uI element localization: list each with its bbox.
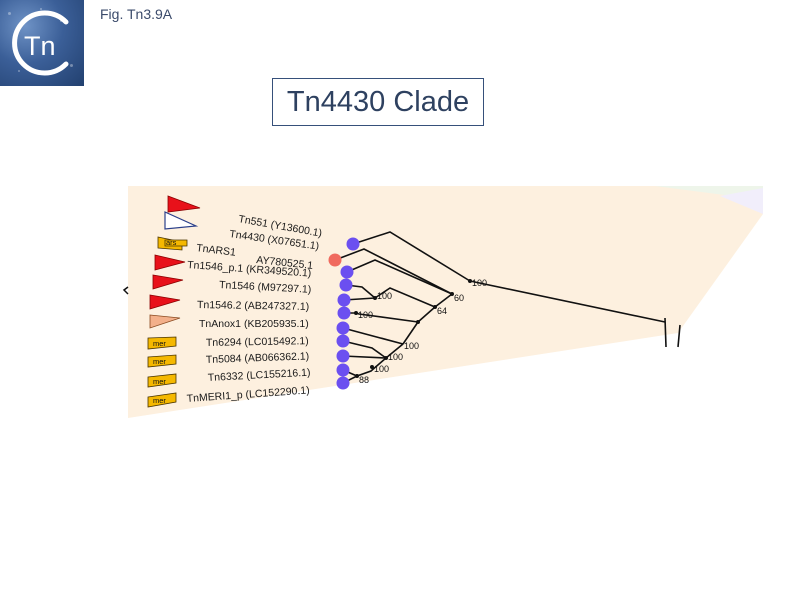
- outline-triangle-icon: [164, 211, 199, 230]
- branch-mer-clade: [402, 321, 419, 345]
- branch-tnars1: [346, 259, 453, 295]
- branch-clade-64: [434, 293, 453, 308]
- bootstrap-labels: 100 60 64 100 100 100 100 100 88: [358, 278, 487, 385]
- tree-fan-background: [128, 186, 763, 418]
- bootstrap-label: 100: [358, 310, 373, 320]
- bootstrap-label: 88: [359, 375, 369, 385]
- internal-nodes: [354, 279, 472, 378]
- logo-text: Tn: [24, 31, 56, 61]
- bootstrap-label: 100: [404, 341, 419, 351]
- branch-tn4430: [334, 248, 453, 295]
- branch-tn6294: [342, 340, 404, 360]
- tip-node-tn1546-p1: [339, 278, 353, 292]
- mer-box-icon: mer: [147, 373, 177, 388]
- branch-tn6332: [342, 357, 387, 377]
- ars-label: ars: [166, 238, 177, 247]
- tip-node-tn1546: [337, 293, 351, 307]
- root-break-mark-2: [677, 324, 681, 348]
- mer-label: mer: [153, 339, 166, 348]
- leaf-label-tnanox1: TnAnox1 (KB205935.1): [199, 318, 309, 330]
- bootstrap-label: 100: [374, 364, 389, 374]
- root-branch: [469, 280, 666, 323]
- fan-edge-tick: [122, 286, 129, 295]
- node-dot: [433, 305, 437, 309]
- bootstrap-label: 64: [437, 306, 447, 316]
- mer-label: mer: [153, 357, 166, 366]
- leaf-label-tn6294: Tn6294 (LC015492.1): [206, 335, 309, 349]
- tip-node-tn5084: [336, 349, 350, 363]
- peach-triangle-icon: [149, 314, 181, 329]
- root-break-mark-1: [664, 317, 667, 348]
- tip-node-tnanox1: [336, 321, 350, 335]
- node-dot: [416, 320, 420, 324]
- mer-label: mer: [153, 396, 166, 405]
- node-dot: [468, 279, 472, 283]
- leaf-labels: Tn551 (Y13600.1) Tn4430 (X07651.1) TnARS…: [186, 213, 323, 405]
- branch-tn551: [352, 231, 471, 282]
- node-dot: [370, 365, 374, 369]
- clade-title: Tn4430 Clade: [272, 78, 484, 126]
- leaf-label-ay780525: AY780525.1: [256, 254, 314, 272]
- tip-node-tnmeri1: [336, 376, 350, 390]
- branch-tn5084: [342, 355, 387, 359]
- bootstrap-label: 100: [388, 352, 403, 362]
- tip-node-tn6294: [336, 334, 350, 348]
- mer-box-icon: mer: [147, 354, 177, 368]
- ars-box-icon: ars: [157, 236, 188, 251]
- mer-label: mer: [153, 377, 166, 386]
- node-dot: [354, 311, 358, 315]
- leaf-label-tn1546-2: Tn1546.2 (AB247327.1): [197, 299, 309, 313]
- branch-clade-100a: [417, 306, 436, 323]
- red-triangle-icon: [149, 294, 181, 310]
- logo-arc: [12, 10, 69, 76]
- node-dot: [450, 292, 454, 296]
- figure-label: Fig. Tn3.9A: [100, 6, 173, 22]
- bootstrap-label: 100: [472, 278, 487, 288]
- module-icons: ars mer mer mer mer: [147, 195, 201, 408]
- leaf-label-tn6332: Tn6332 (LC155216.1): [208, 367, 311, 384]
- tip-node-tn4430: [328, 253, 342, 267]
- node-dot: [384, 356, 388, 360]
- tip-node-tn551: [346, 237, 360, 251]
- tip-node-tnars1: [340, 265, 354, 279]
- tn-logo: Tn: [0, 0, 84, 86]
- node-dot: [355, 374, 359, 378]
- tip-node-tn6332: [336, 363, 350, 377]
- tip-node-tn1546-2: [337, 306, 351, 320]
- leaf-label-tn5084: Tn5084 (AB066362.1): [206, 350, 310, 366]
- bootstrap-label: 100: [377, 291, 392, 301]
- bootstrap-label: 60: [454, 293, 464, 303]
- red-triangle-icon: [167, 195, 201, 213]
- mer-box-icon: mer: [147, 392, 177, 408]
- leaf-label-tnars1: TnARS1: [196, 242, 237, 259]
- faint-purple-wedge: [720, 188, 763, 214]
- mer-box-icon: mer: [147, 336, 177, 350]
- leaf-label-tn1546: Tn1546 (M97297.1): [219, 279, 312, 296]
- tip-nodes: [328, 237, 360, 390]
- red-triangle-icon: [154, 254, 186, 271]
- branch-tnanox1: [342, 327, 404, 345]
- red-triangle-icon: [152, 274, 184, 290]
- node-dot: [373, 296, 377, 300]
